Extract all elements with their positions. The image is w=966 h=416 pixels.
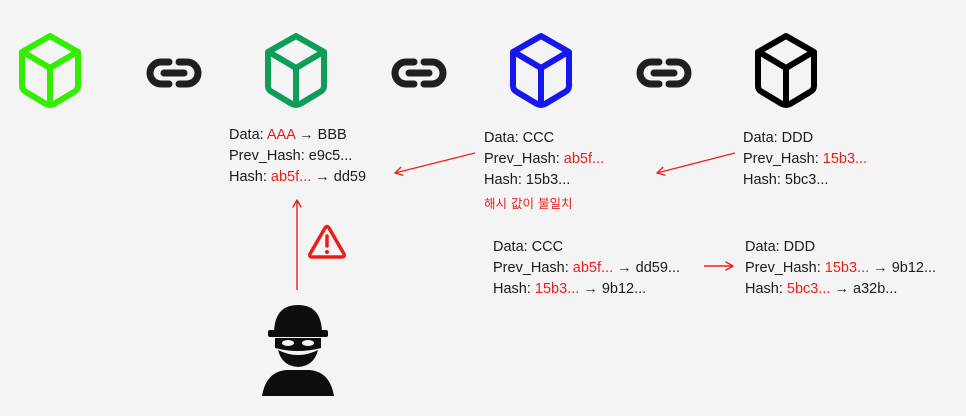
hash-line: Hash: ab5f... → dd59 bbox=[229, 167, 366, 188]
cube-icon bbox=[513, 36, 569, 105]
hash-new-value: 9b12... bbox=[601, 281, 647, 297]
data-line: Data: CCC bbox=[484, 130, 555, 146]
hash-new-value: dd59 bbox=[333, 169, 367, 185]
prev-hash-label: Prev_Hash: bbox=[745, 260, 825, 276]
prev-hash-value: e9c5... bbox=[308, 148, 353, 164]
data-line: Data: DDD bbox=[743, 130, 814, 146]
data-line: Data: AAA → BBB bbox=[229, 125, 366, 146]
arrow-symbol: → bbox=[869, 260, 892, 276]
warning-triangle-icon bbox=[308, 224, 346, 259]
prev-hash-value: 15b3... bbox=[822, 151, 868, 167]
data-new-value: BBB bbox=[317, 127, 347, 143]
hash-mismatch-note: 해시 값이 불일치 bbox=[484, 196, 573, 211]
hash-old-value: ab5f... bbox=[270, 169, 312, 185]
hash-line: Hash: 15b3... bbox=[484, 172, 571, 188]
hash-old-value: 15b3... bbox=[534, 281, 580, 297]
hash-label: Hash: bbox=[745, 281, 787, 297]
recomputed-ccc-text: Data: CCC Prev_Hash: ab5f... → dd59... H… bbox=[493, 237, 680, 300]
hash-old-value: 5bc3... bbox=[786, 281, 831, 297]
prev-hash-new-value: 9b12... bbox=[891, 260, 937, 276]
block-ddd-text: Data: DDD Prev_Hash: 15b3... Hash: 5bc3.… bbox=[743, 128, 867, 191]
prev-hash-label: Prev_Hash: bbox=[493, 260, 573, 276]
data-line: Data: CCC bbox=[493, 239, 564, 255]
data-label: Data: bbox=[229, 127, 267, 143]
prev-hash-old-value: ab5f... bbox=[572, 260, 614, 276]
hash-mismatch-arrow bbox=[394, 152, 476, 176]
tampered-block-text: Data: AAA → BBB Prev_Hash: e9c5... Hash:… bbox=[229, 125, 366, 188]
chain-link-icon bbox=[395, 62, 443, 84]
cube-icon bbox=[22, 36, 78, 105]
prev-hash-line: Prev_Hash: ab5f... → dd59... bbox=[493, 258, 680, 279]
recomputed-ddd-text: Data: DDD Prev_Hash: 15b3... → 9b12... H… bbox=[745, 237, 936, 300]
hash-line: Hash: 15b3... → 9b12... bbox=[493, 279, 680, 300]
chain-link-icon bbox=[150, 62, 198, 84]
prev-hash-new-value: dd59... bbox=[635, 260, 681, 276]
arrow-symbol: → bbox=[613, 260, 636, 276]
hash-new-value: a32b... bbox=[853, 281, 898, 297]
arrow-symbol: → bbox=[830, 281, 854, 297]
block-ccc-text: Data: CCC Prev_Hash: ab5f... Hash: 15b3.… bbox=[484, 128, 604, 191]
arrow-symbol: → bbox=[311, 169, 334, 185]
prev-hash-value: ab5f... bbox=[563, 151, 605, 167]
data-line: Data: DDD bbox=[745, 239, 816, 255]
arrow-symbol: → bbox=[579, 281, 602, 297]
data-old-value: AAA bbox=[266, 127, 296, 143]
chain-link-icon bbox=[640, 62, 688, 84]
hash-line: Hash: 5bc3... → a32b... bbox=[745, 279, 936, 300]
prev-hash-line: Prev_Hash: e9c5... bbox=[229, 146, 366, 167]
hash-label: Hash: bbox=[229, 169, 271, 185]
hash-line: Hash: 5bc3... bbox=[743, 172, 829, 188]
cube-icon bbox=[758, 36, 814, 105]
prev-hash-label: Prev_Hash: bbox=[743, 151, 823, 167]
prev-hash-line: Prev_Hash: 15b3... → 9b12... bbox=[745, 258, 936, 279]
hash-label: Hash: bbox=[493, 281, 535, 297]
prev-hash-label: Prev_Hash: bbox=[484, 151, 564, 167]
prev-hash-old-value: 15b3... bbox=[824, 260, 870, 276]
hash-mismatch-arrow bbox=[656, 152, 736, 176]
arrow-symbol: → bbox=[295, 127, 318, 143]
prev-hash-line: Prev_Hash: 15b3... bbox=[743, 149, 867, 170]
prev-hash-label: Prev_Hash: bbox=[229, 148, 309, 164]
hacker-icon bbox=[262, 305, 334, 396]
cube-icon bbox=[268, 36, 324, 105]
prev-hash-line: Prev_Hash: ab5f... bbox=[484, 149, 604, 170]
